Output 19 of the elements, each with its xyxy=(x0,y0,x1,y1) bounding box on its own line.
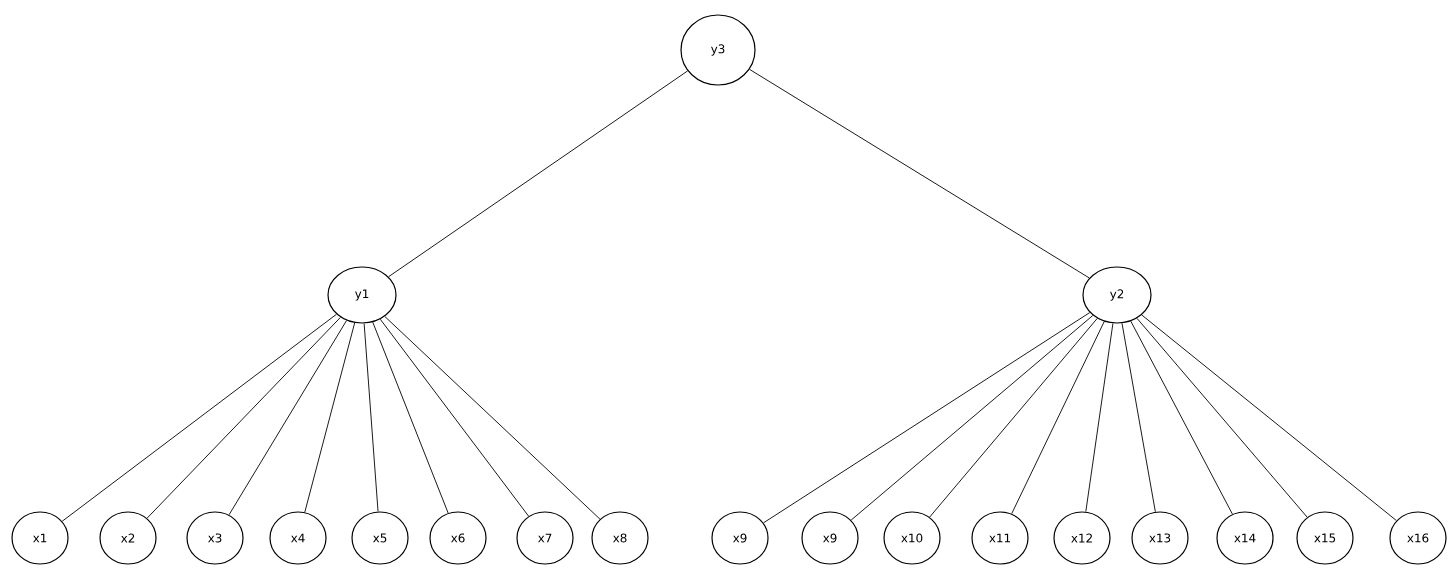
connector-line xyxy=(929,318,1098,518)
connector-line xyxy=(1130,320,1233,515)
connector-line xyxy=(850,315,1094,521)
connector-line xyxy=(1141,314,1397,521)
connector-line xyxy=(146,316,341,519)
connector-line xyxy=(388,70,689,278)
connector-line xyxy=(228,320,347,516)
connector-line xyxy=(304,322,356,513)
connector-line xyxy=(1136,317,1308,518)
connector-line xyxy=(749,68,1090,279)
connector-line xyxy=(1121,322,1156,513)
connector-line xyxy=(1085,322,1114,513)
connector-line xyxy=(1011,321,1105,515)
connector-line xyxy=(61,313,337,522)
connector-line xyxy=(379,318,530,517)
connector-line xyxy=(384,316,601,520)
connector-line xyxy=(372,321,449,514)
connector-line xyxy=(763,312,1091,524)
connector-line xyxy=(363,323,379,512)
